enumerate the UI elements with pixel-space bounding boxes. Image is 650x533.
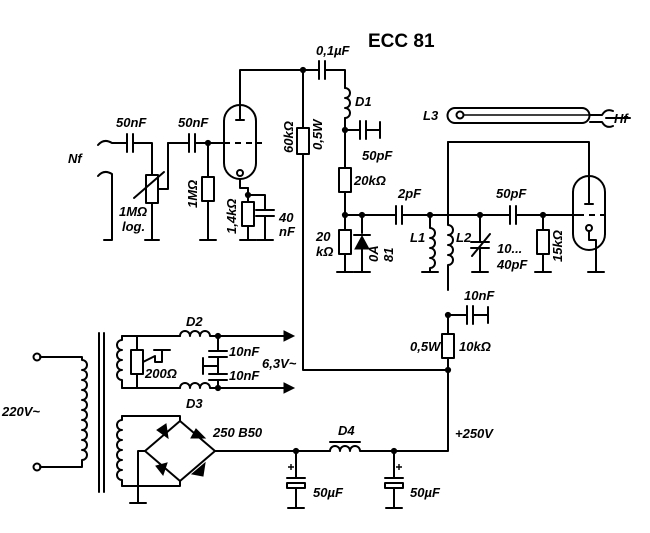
diode-type-number: 81 (381, 248, 396, 262)
grid-leak-resistor-1m (199, 142, 217, 241)
volume-potentiometer (133, 142, 169, 241)
hum-balance-potentiometer (130, 335, 171, 389)
heater-cap-2-label: 10nF (229, 368, 260, 383)
grid-resistor-15k (534, 214, 552, 273)
pickup-coil-l3 (446, 107, 591, 124)
rf-bypass-cap-label: 50pF (362, 148, 393, 163)
plate-resistor-power: 0,5W (310, 118, 325, 150)
dropping-resistor-power: 0,5W (410, 339, 442, 354)
filter-capacitor-50uf-1 (286, 450, 306, 509)
mains-voltage-label: 220V~ (1, 404, 40, 419)
grid-capacitor-label: 50nF (178, 115, 209, 130)
diode-type-label: 0A (366, 245, 381, 262)
hum-pot-label: 200Ω (144, 366, 177, 381)
hf-output-label: Hf (614, 111, 629, 126)
coil-l1 (421, 214, 439, 273)
decoupling-cap-label: 10nF (464, 288, 495, 303)
choke-d3 (179, 382, 296, 394)
grid-leak-label: 1MΩ (185, 180, 200, 208)
power-transformer (32, 332, 123, 493)
rf-bypass-capacitor-50pf (344, 120, 381, 140)
filter-cap-2-label: 50µF (410, 485, 441, 500)
plate-resistor-60k (296, 69, 451, 371)
coil-l1-label: L1 (410, 230, 425, 245)
dropping-resistor-10k (441, 314, 455, 449)
trimmer-range-max: 40pF (496, 257, 528, 272)
series-resistor-20k (338, 167, 352, 231)
choke-d1 (344, 87, 351, 169)
trimmer-range-min: 10... (497, 241, 522, 256)
choke-d4-label: D4 (338, 423, 355, 438)
grid-resistor-label: 15kΩ (550, 230, 565, 262)
potentiometer-taper: log. (122, 219, 145, 234)
heater-filter-capacitors (202, 332, 228, 392)
choke-d2 (179, 330, 296, 342)
trimmer-capacitor (470, 214, 491, 273)
cathode-bypass-capacitor (255, 209, 275, 241)
filter-cap-1-label: 50µF (313, 485, 344, 500)
bridge-rectifier (129, 420, 216, 504)
nf-input-label: Nf (68, 151, 83, 166)
b-plus-voltage-label: +250V (455, 426, 494, 441)
potentiometer-value: 1MΩ (119, 204, 147, 219)
capacitor-2pf-label: 2pF (397, 186, 422, 201)
hf-output-jack (589, 109, 631, 128)
cathode-resistor-label: 1,4kΩ (224, 199, 239, 234)
choke-d4 (329, 441, 367, 452)
output-cap-label: 50pF (496, 186, 527, 201)
triode-audio-stage (223, 104, 262, 189)
series-resistor-label: 20kΩ (353, 173, 386, 188)
dropping-resistor-label: 10kΩ (459, 339, 491, 354)
choke-d2-label: D2 (186, 314, 203, 329)
heater-cap-1-label: 10nF (229, 344, 260, 359)
nf-input-jack (97, 139, 123, 241)
bypass-cap-value: 40 (278, 210, 294, 225)
bypass-cap-unit: nF (279, 224, 296, 239)
tube-type-title: ECC 81 (368, 31, 435, 52)
input-capacitor-label: 50nF (116, 115, 147, 130)
shunt-resistor-unit: kΩ (316, 244, 333, 259)
coil-l2 (447, 141, 454, 291)
bridge-type-label: 250 B50 (212, 425, 263, 440)
shunt-resistor-20k (336, 229, 354, 273)
plate-resistor-label: 60kΩ (281, 121, 296, 153)
shunt-resistor-value: 20 (315, 229, 331, 244)
filter-capacitor-50uf-2 (384, 450, 404, 509)
pickup-coil-label: L3 (423, 108, 439, 123)
choke-d1-label: D1 (355, 94, 372, 109)
heater-voltage-label: 6,3V~ (262, 356, 297, 371)
coil-l2-label: L2 (456, 230, 472, 245)
coupling-cap-label: 0,1µF (316, 43, 351, 58)
diode-oa81 (353, 214, 371, 273)
triode-oscillator-stage (567, 175, 606, 273)
decoupling-capacitor-10nf (447, 305, 489, 325)
choke-d3-label: D3 (186, 396, 203, 411)
